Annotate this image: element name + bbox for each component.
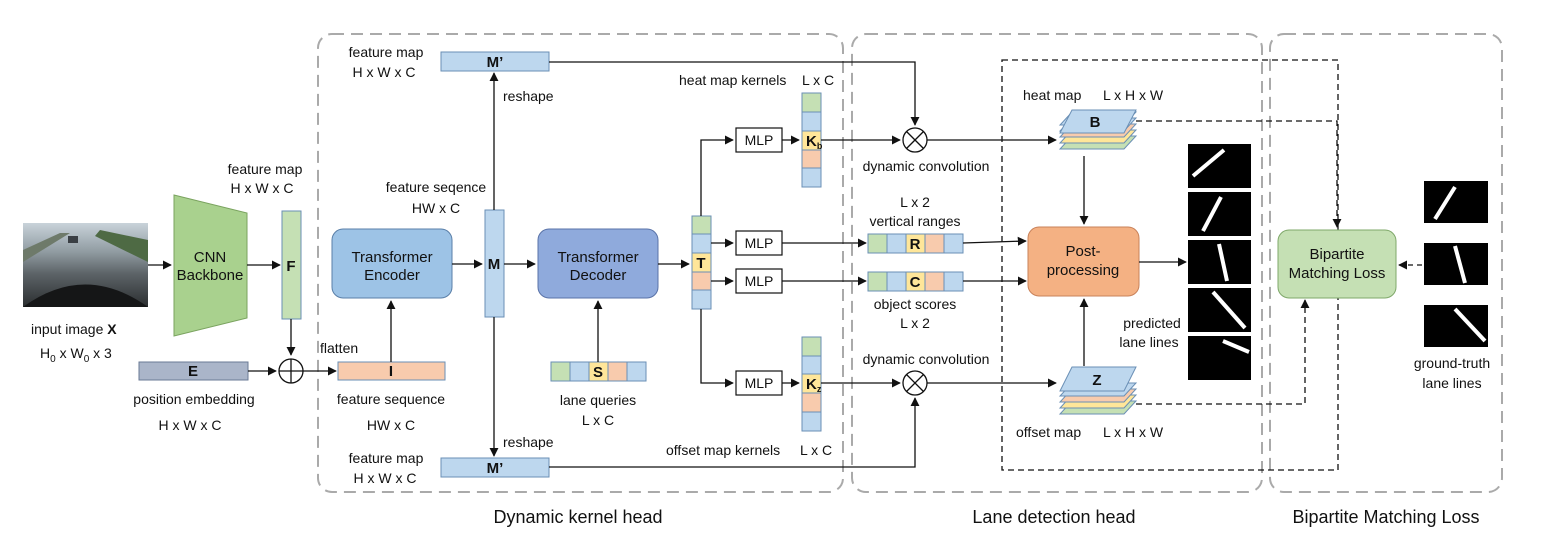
matching-line2: Matching Loss bbox=[1289, 265, 1386, 282]
T-to-mlp-bottom bbox=[700, 309, 734, 388]
C-symbol: C bbox=[910, 274, 921, 291]
predicted-line2: lane lines bbox=[1119, 334, 1178, 350]
section-lane-detection-head: Lane detection head bbox=[972, 507, 1135, 527]
M-symbol: M bbox=[488, 256, 501, 273]
input-dims: H0 x W0 x 3 bbox=[40, 345, 112, 365]
heat-map-label: heat map bbox=[1023, 87, 1082, 103]
dynamic-conv-top-label: dynamic convolution bbox=[863, 158, 990, 174]
featuremap-bottom-line2: H x W x C bbox=[354, 470, 417, 486]
Kb-block bbox=[801, 92, 822, 188]
lane-queries-line1: lane queries bbox=[560, 392, 636, 408]
backbone-line1: CNN bbox=[194, 249, 227, 266]
conv-top-operator-icon bbox=[902, 127, 928, 153]
Z-symbol: Z bbox=[1092, 372, 1101, 389]
reshape-top-label: reshape bbox=[503, 88, 554, 104]
backbone-line2: Backbone bbox=[177, 267, 244, 284]
R-block bbox=[867, 233, 964, 254]
input-image bbox=[23, 223, 148, 307]
bipartite-matching-loss bbox=[1277, 229, 1397, 299]
predicted-lane-images bbox=[1188, 144, 1251, 380]
feature-seq-M-line2: HW x C bbox=[412, 200, 460, 216]
encoder-line1: Transformer bbox=[351, 249, 432, 266]
mlp-offset-label: MLP bbox=[745, 375, 774, 391]
decoder-line1: Transformer bbox=[557, 249, 638, 266]
post-line1: Post- bbox=[1065, 243, 1100, 260]
ground-truth-images bbox=[1424, 181, 1488, 347]
section-dynamic-kernel-head: Dynamic kernel head bbox=[493, 507, 662, 527]
feature-seq-I-line2: HW x C bbox=[367, 417, 415, 433]
T-to-mlp-top bbox=[700, 135, 734, 216]
section-bipartite-matching-loss: Bipartite Matching Loss bbox=[1292, 507, 1479, 527]
vertical-ranges-dims: L x 2 bbox=[900, 194, 930, 210]
featuremap-top-line1: feature map bbox=[349, 44, 424, 60]
cnn-backbone bbox=[173, 194, 248, 337]
decoder-line2: Decoder bbox=[570, 267, 627, 284]
Mprime-top-to-conv bbox=[549, 61, 920, 126]
Mprime-bottom-to-conv bbox=[549, 397, 920, 468]
matching-line1: Bipartite bbox=[1309, 246, 1364, 263]
bipartite-loss-box bbox=[1269, 33, 1503, 493]
Mprime-top-symbol: M’ bbox=[487, 54, 504, 71]
gt-line1: ground-truth bbox=[1414, 355, 1490, 371]
F-symbol: F bbox=[286, 258, 295, 275]
pos-emb-line2: H x W x C bbox=[159, 417, 222, 433]
flatten-label: flatten bbox=[320, 340, 358, 356]
mlp-heat-label: MLP bbox=[745, 132, 774, 148]
T-block bbox=[691, 215, 712, 310]
I-symbol: I bbox=[389, 363, 393, 380]
R-symbol: R bbox=[910, 236, 921, 253]
post-line2: processing bbox=[1047, 262, 1120, 279]
input-label: input image X bbox=[31, 321, 117, 337]
dynamic-kernel-head-box bbox=[317, 33, 844, 493]
E-symbol: E bbox=[188, 363, 198, 380]
lane-queries-line2: L x C bbox=[582, 412, 614, 428]
heat-kernels-label: heat map kernels bbox=[679, 72, 786, 88]
offset-kernels-dims: L x C bbox=[800, 442, 832, 458]
add-operator-icon bbox=[278, 358, 304, 384]
featuremap-top-line2: H x W x C bbox=[353, 64, 416, 80]
B-symbol: B bbox=[1090, 114, 1101, 131]
mlp-heat bbox=[735, 127, 783, 153]
Kb-symbol: Kb bbox=[806, 133, 823, 151]
heat-kernels-dims: L x C bbox=[802, 72, 834, 88]
gt-line2: lane lines bbox=[1422, 375, 1481, 391]
predicted-line1: predicted bbox=[1123, 315, 1181, 331]
object-scores-dims: L x 2 bbox=[900, 315, 930, 331]
R-to-post bbox=[962, 236, 1027, 246]
Kz-block bbox=[801, 336, 822, 432]
C-block bbox=[867, 271, 964, 292]
feature-seq-M-line1: feature seqence bbox=[386, 179, 487, 195]
heat-map-stack bbox=[1058, 109, 1138, 150]
heat-map-dims: L x H x W bbox=[1103, 87, 1164, 103]
S-symbol: S bbox=[593, 364, 603, 381]
heatmap-to-matching bbox=[1136, 120, 1342, 228]
lane-detection-head-box bbox=[851, 33, 1263, 493]
mlp-scores-label: MLP bbox=[745, 273, 774, 289]
conv-bottom-operator-icon bbox=[902, 370, 928, 396]
lane-queries-block bbox=[550, 361, 647, 382]
offset-kernels-label: offset map kernels bbox=[666, 442, 780, 458]
featuremap-bottom-line1: feature map bbox=[349, 450, 424, 466]
dynamic-conv-bottom-label: dynamic convolution bbox=[863, 351, 990, 367]
Kz-symbol: Kz bbox=[806, 376, 822, 394]
offset-map-label: offset map bbox=[1016, 424, 1081, 440]
featuremap-F-line2: H x W x C bbox=[231, 180, 294, 196]
encoder-line2: Encoder bbox=[364, 267, 420, 284]
mlp-vertical-label: MLP bbox=[745, 235, 774, 251]
offset-map-dims: L x H x W bbox=[1103, 424, 1164, 440]
feature-seq-I-line1: feature sequence bbox=[337, 391, 445, 407]
vertical-ranges-label: vertical ranges bbox=[869, 213, 960, 229]
object-scores-label: object scores bbox=[874, 296, 956, 312]
pos-emb-line1: position embedding bbox=[133, 391, 254, 407]
T-symbol: T bbox=[696, 255, 705, 272]
featuremap-F-line1: feature map bbox=[228, 161, 303, 177]
reshape-bottom-label: reshape bbox=[503, 434, 554, 450]
offset-map-stack bbox=[1058, 366, 1138, 415]
Mprime-bottom-symbol: M’ bbox=[487, 460, 504, 477]
